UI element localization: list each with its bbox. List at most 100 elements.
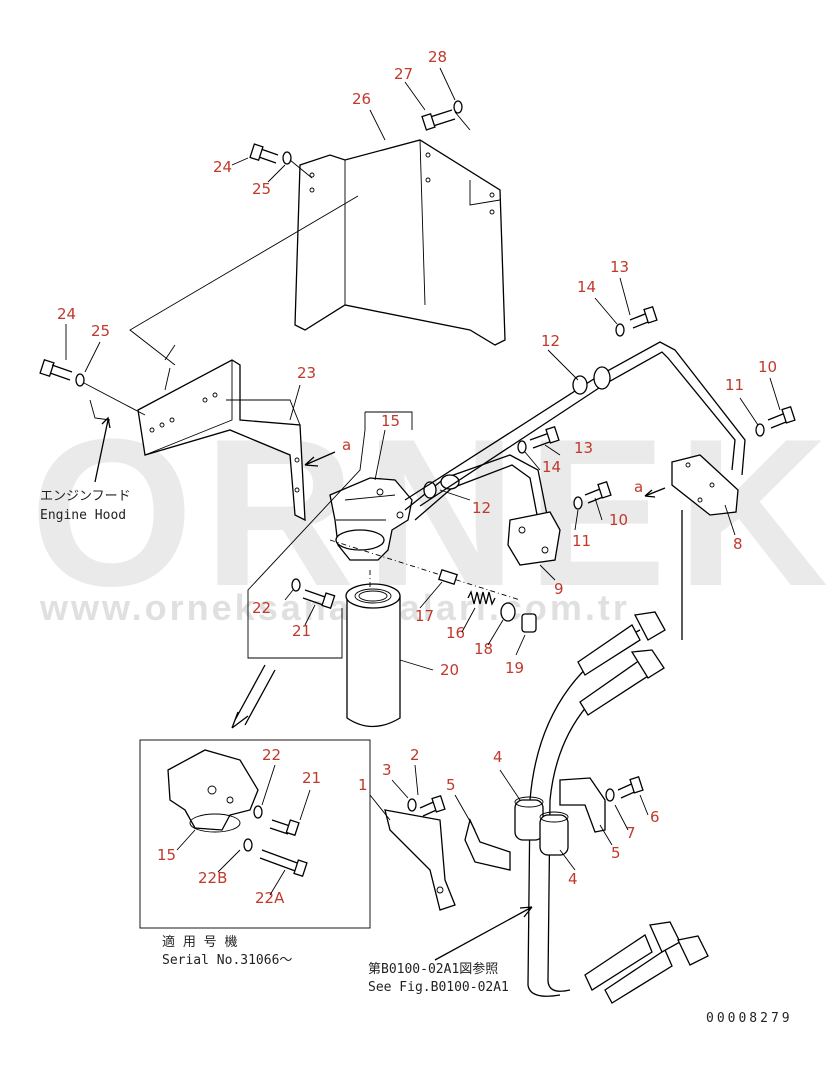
part-labels: 1 2 3 4 4 5 5 6 7 8 9 10 10 11 11 12 12 … bbox=[57, 48, 777, 907]
annotation-notes: エンジンフード Engine Hood 適 用 号 機 Serial No.31… bbox=[40, 489, 793, 1026]
label-5-left: 5 bbox=[446, 776, 456, 794]
bolt-27 bbox=[421, 109, 456, 131]
label-15-detail: 15 bbox=[157, 846, 176, 864]
label-24-left: 24 bbox=[57, 305, 76, 323]
o-ring-part-18 bbox=[500, 602, 516, 622]
label-11-lower: 11 bbox=[572, 532, 591, 550]
panel-part-26 bbox=[294, 139, 506, 346]
spring-part-16 bbox=[467, 590, 496, 606]
label-24-top: 24 bbox=[213, 158, 232, 176]
center-line-filter bbox=[329, 539, 521, 601]
label-1: 1 bbox=[358, 776, 368, 794]
hose-assembly bbox=[527, 510, 709, 1004]
view-label-a-right: a bbox=[634, 478, 643, 496]
bolt-21 bbox=[302, 589, 336, 610]
bolt-13-upper bbox=[629, 305, 658, 329]
view-arrow-a-right bbox=[644, 487, 666, 498]
clamp-part-4 bbox=[514, 796, 569, 856]
label-11-upper: 11 bbox=[725, 376, 744, 394]
bolt-10-upper bbox=[767, 405, 796, 429]
label-23: 23 bbox=[297, 364, 316, 382]
label-27: 27 bbox=[394, 65, 413, 83]
label-21: 21 bbox=[292, 622, 311, 640]
label-7: 7 bbox=[626, 824, 636, 842]
washer-28 bbox=[453, 100, 463, 114]
label-18: 18 bbox=[474, 640, 493, 658]
label-21-detail: 21 bbox=[302, 769, 321, 787]
detail-view-box bbox=[139, 739, 371, 929]
label-28: 28 bbox=[428, 48, 447, 66]
washer-25-left bbox=[75, 373, 85, 387]
label-4-upper: 4 bbox=[493, 748, 503, 766]
label-14-upper: 14 bbox=[577, 278, 596, 296]
washer-11-lower bbox=[573, 496, 583, 510]
filter-cartridge-part-20 bbox=[345, 583, 401, 728]
label-10-upper: 10 bbox=[758, 358, 777, 376]
label-2: 2 bbox=[410, 746, 420, 764]
filter-head-part-15 bbox=[329, 477, 413, 561]
label-25-left: 25 bbox=[91, 322, 110, 340]
bolt-10-lower bbox=[584, 480, 612, 504]
label-22B: 22B bbox=[198, 869, 227, 887]
bolt-13-lower bbox=[529, 425, 560, 449]
see-fig-arrow bbox=[434, 906, 533, 961]
bracket-part-23 bbox=[137, 344, 306, 522]
nipple-part-17 bbox=[438, 568, 458, 586]
engine-hood-arrow bbox=[94, 416, 111, 483]
label-5-right: 5 bbox=[611, 844, 621, 862]
washer-14-lower bbox=[517, 440, 527, 454]
o-ring-part-12-upper bbox=[572, 375, 588, 395]
watermark-url: www.orneksanakbalari.com.tr bbox=[39, 587, 630, 628]
see-fig-label-jp: 第B0100-02A1図参照 bbox=[368, 961, 498, 977]
washer-25-top bbox=[282, 151, 292, 165]
leader-line-top bbox=[129, 111, 471, 366]
bolt-part-6 bbox=[617, 775, 644, 799]
pipe-assembly bbox=[404, 341, 746, 521]
label-20: 20 bbox=[440, 661, 459, 679]
view-label-a-left: a bbox=[342, 436, 351, 454]
bracket-part-1 bbox=[384, 809, 456, 911]
plug-part-19 bbox=[521, 613, 537, 633]
view-arrow-a-left bbox=[304, 451, 336, 467]
engine-hood-label-jp: エンジンフード bbox=[40, 489, 131, 504]
label-26: 26 bbox=[352, 90, 371, 108]
label-13-upper: 13 bbox=[610, 258, 629, 276]
label-12-lower: 12 bbox=[472, 499, 491, 517]
bolt-part-2 bbox=[419, 794, 446, 817]
detail-arrow bbox=[231, 664, 276, 729]
washer-22 bbox=[291, 578, 301, 592]
label-16: 16 bbox=[446, 624, 465, 642]
label-13-lower: 13 bbox=[574, 439, 593, 457]
washer-part-7 bbox=[605, 788, 615, 802]
label-22: 22 bbox=[252, 599, 271, 617]
watermark: ORNEK www.orneksanakbalari.com.tr bbox=[30, 395, 828, 630]
label-25-top: 25 bbox=[252, 180, 271, 198]
bracket-part-9 bbox=[507, 511, 561, 566]
washer-11-upper bbox=[755, 423, 765, 437]
label-8: 8 bbox=[733, 535, 743, 553]
serial-label-jp: 適 用 号 機 bbox=[162, 934, 237, 950]
serial-label-en: Serial No.31066～ bbox=[162, 953, 292, 968]
filter-frame-outline bbox=[247, 411, 413, 659]
drawing-number: 00008279 bbox=[706, 1011, 793, 1026]
label-9: 9 bbox=[554, 580, 564, 598]
washer-part-3 bbox=[407, 798, 417, 812]
bracket-part-5 bbox=[464, 777, 606, 871]
washer-14-upper bbox=[615, 323, 625, 337]
bracket-part-8 bbox=[671, 454, 739, 516]
label-leaders bbox=[65, 67, 781, 896]
see-fig-label-en: See Fig.B0100-02A1 bbox=[368, 980, 509, 995]
leader-line-left bbox=[83, 382, 146, 421]
label-6: 6 bbox=[650, 808, 660, 826]
label-4-lower: 4 bbox=[568, 870, 578, 888]
bolt-24-top bbox=[249, 143, 279, 164]
label-17: 17 bbox=[415, 607, 434, 625]
label-19: 19 bbox=[505, 659, 524, 677]
label-12-upper: 12 bbox=[541, 332, 560, 350]
bolt-24-left bbox=[39, 358, 73, 381]
label-3: 3 bbox=[382, 761, 392, 779]
engine-hood-label-en: Engine Hood bbox=[40, 508, 126, 523]
label-14-lower: 14 bbox=[542, 458, 561, 476]
label-22A: 22A bbox=[255, 889, 285, 907]
